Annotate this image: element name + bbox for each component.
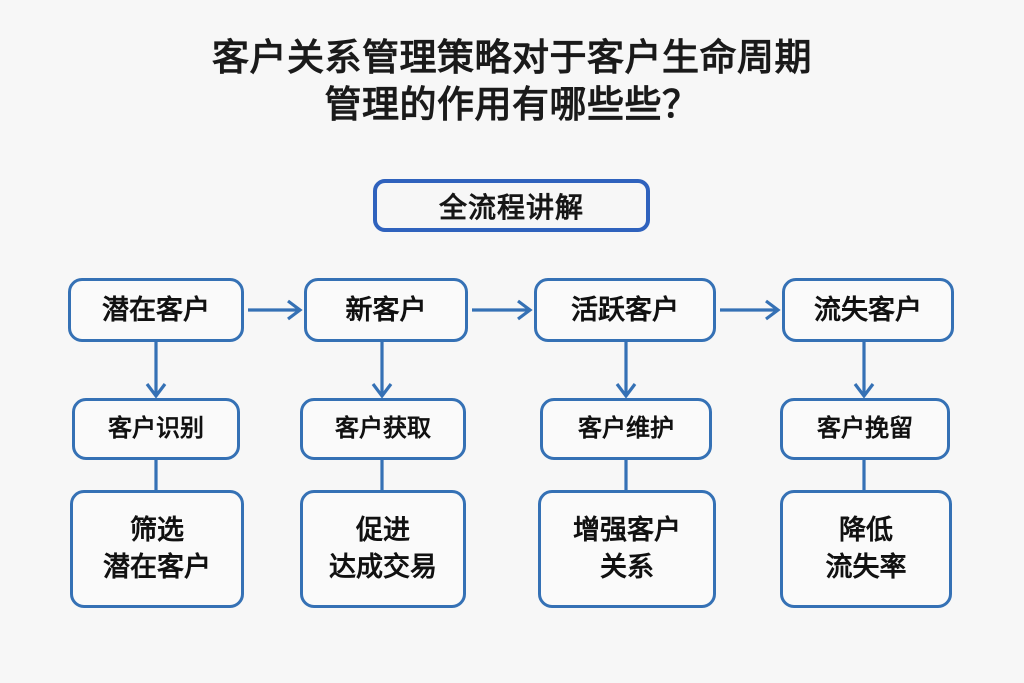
node-outcome-4-label: 降低 流失率 — [825, 515, 907, 582]
arrow-head-stage1-stage2 — [287, 299, 303, 321]
node-stage-3[interactable]: 活跃客户 — [534, 278, 716, 342]
arrow-head-col2-stage-action — [371, 383, 393, 399]
arrow-head-col4-stage-action — [853, 383, 875, 399]
node-action-4[interactable]: 客户挽留 — [780, 398, 950, 460]
node-outcome-3-label: 增强客户 关系 — [573, 515, 681, 582]
node-stage-3-label: 活跃客户 — [571, 295, 679, 325]
node-outcome-2[interactable]: 促进 达成交易 — [300, 490, 466, 608]
node-stage-2[interactable]: 新客户 — [304, 278, 468, 342]
node-stage-1[interactable]: 潜在客户 — [68, 278, 244, 342]
node-stage-4[interactable]: 流失客户 — [782, 278, 954, 342]
node-stage-1-label: 潜在客户 — [102, 295, 210, 325]
page-title-line-1: 客户关系管理策略对于客户生命周期 — [212, 37, 812, 78]
subtitle-badge: 全流程讲解 — [373, 179, 650, 232]
node-outcome-4[interactable]: 降低 流失率 — [780, 490, 952, 608]
arrow-head-col1-stage-action — [145, 383, 167, 399]
arrow-head-col3-stage-action — [615, 383, 637, 399]
node-action-1-label: 客户识别 — [108, 415, 204, 442]
node-outcome-2-label: 促进 达成交易 — [329, 515, 437, 582]
node-stage-4-label: 流失客户 — [814, 295, 922, 325]
node-action-4-label: 客户挽留 — [817, 415, 913, 442]
node-action-1[interactable]: 客户识别 — [72, 398, 240, 460]
subtitle-label: 全流程讲解 — [438, 191, 584, 223]
node-outcome-1[interactable]: 筛选 潜在客户 — [70, 490, 244, 608]
node-action-3-label: 客户维护 — [578, 415, 674, 442]
node-stage-2-label: 新客户 — [345, 295, 427, 325]
node-action-2[interactable]: 客户获取 — [300, 398, 466, 460]
node-outcome-3[interactable]: 增强客户 关系 — [538, 490, 716, 608]
arrow-head-stage3-stage4 — [765, 299, 781, 321]
node-outcome-1-label: 筛选 潜在客户 — [103, 515, 211, 582]
arrow-head-stage2-stage3 — [517, 299, 533, 321]
node-action-2-label: 客户获取 — [335, 415, 431, 442]
page-title: 客户关系管理策略对于客户生命周期 管理的作用有哪些些？ — [0, 34, 1024, 128]
page-title-line-2: 管理的作用有哪些些？ — [324, 84, 700, 125]
node-action-3[interactable]: 客户维护 — [540, 398, 712, 460]
